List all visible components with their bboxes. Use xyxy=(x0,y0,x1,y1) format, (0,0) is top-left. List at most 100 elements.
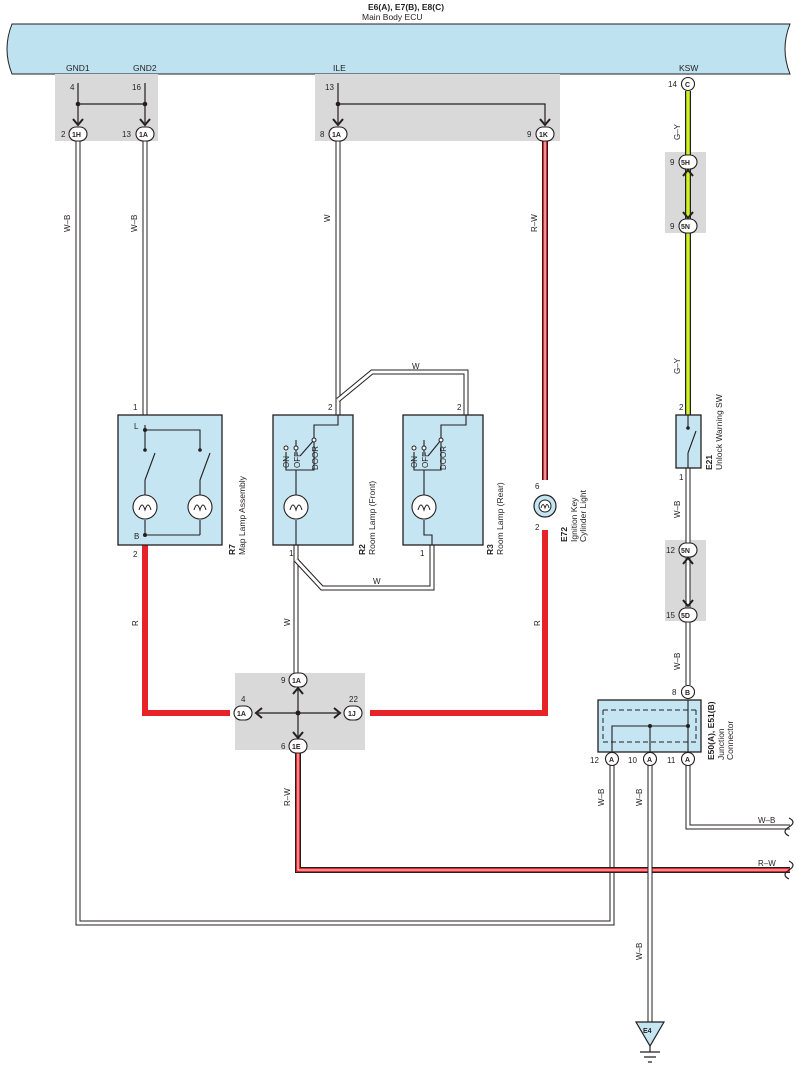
e72-pin-2: 2 xyxy=(535,523,540,532)
wire-label-wb-right: W–B xyxy=(758,816,775,825)
conn-1h: 1H xyxy=(72,132,81,139)
pin-14-ksw: 14 xyxy=(668,80,677,89)
r2-sw-on: ON xyxy=(282,456,291,468)
conn-1e: 1E xyxy=(292,744,301,751)
r7-pin-l: L xyxy=(134,422,139,431)
pin-9-1k: 9 xyxy=(527,130,532,139)
wire-w-r2-bottom xyxy=(293,545,435,676)
pin-6-1e: 6 xyxy=(281,742,286,751)
wire-label-gy-1: G–Y xyxy=(673,123,682,140)
e72-name-2: Cylinder Light xyxy=(578,489,588,542)
conn-a-10: A xyxy=(647,757,652,764)
pin-9-5h: 9 xyxy=(670,158,675,167)
e21-code: E21 xyxy=(704,455,714,470)
pin-13-1a: 13 xyxy=(122,130,131,139)
conn-1a-gnd2: 1A xyxy=(139,132,148,139)
conn-1a-center: 1A xyxy=(292,678,301,685)
r7-pin-2: 2 xyxy=(133,550,138,559)
wire-label-wb-12: W–B xyxy=(597,789,606,806)
pin-8-1a: 8 xyxy=(320,130,325,139)
conn-5n-top: 5N xyxy=(681,224,690,231)
conn-1j: 1J xyxy=(348,711,356,718)
r3-code: R3 xyxy=(485,544,495,555)
wire-label-w-bottom: W xyxy=(373,577,381,586)
conn-1a-left: 1A xyxy=(237,711,246,718)
wire-label-wb-5d: W–B xyxy=(673,653,682,670)
r2-code: R2 xyxy=(357,544,367,555)
wire-r-r7 xyxy=(142,545,230,716)
terminal-gnd2: GND2 xyxy=(133,63,157,73)
ecu-body xyxy=(6,23,791,75)
terminal-ksw: KSW xyxy=(679,63,698,73)
e21-pin-2: 2 xyxy=(679,403,684,412)
wire-label-r-e72: R xyxy=(533,620,542,626)
wire-label-w-ile: W xyxy=(323,214,332,222)
component-e21 xyxy=(675,414,702,469)
wire-wb-e50-right xyxy=(685,765,790,830)
wire-label-wb-1: W–B xyxy=(63,215,72,232)
wire-wb-gnd1 xyxy=(75,141,615,926)
r7-name: Map Lamp Assembly xyxy=(237,475,247,555)
pin-9-5n: 9 xyxy=(670,222,675,231)
e72-pin-6: 6 xyxy=(535,482,540,491)
r2-pin-2: 2 xyxy=(328,403,333,412)
wire-label-r-r7: R xyxy=(131,620,140,626)
wire-label-wb-e21: W–B xyxy=(673,501,682,518)
terminal-ile: ILE xyxy=(333,63,346,73)
r7-code: R7 xyxy=(227,544,237,555)
e50-pin-10: 10 xyxy=(628,756,637,765)
r3-pin-1: 1 xyxy=(420,549,425,558)
e50-name-2: Connector xyxy=(725,721,735,760)
conn-1a-ile: 1A xyxy=(332,132,341,139)
conn-c: C xyxy=(685,82,690,89)
e21-name: Unlock Warning SW xyxy=(714,394,724,470)
wire-label-w-top: W xyxy=(412,362,420,371)
pin-13-ile: 13 xyxy=(325,83,334,92)
junction-block-ile xyxy=(315,74,560,141)
r7-pin-1: 1 xyxy=(133,403,138,412)
ecu-name: Main Body ECU xyxy=(362,12,422,22)
component-r3 xyxy=(402,414,484,546)
r3-pin-2: 2 xyxy=(457,403,462,412)
e72-code: E72 xyxy=(559,527,569,542)
connector-pills xyxy=(68,76,698,767)
r3-sw-on: ON xyxy=(410,456,419,468)
wire-r-e72 xyxy=(370,530,548,716)
terminal-gnd1: GND1 xyxy=(66,63,90,73)
component-e50 xyxy=(597,699,702,753)
conn-5n-bottom: 5N xyxy=(681,548,690,555)
wire-rw-1e xyxy=(295,753,790,873)
pin-2-1h: 2 xyxy=(61,130,66,139)
e50-pin-12: 12 xyxy=(590,756,599,765)
e50-pin-11: 11 xyxy=(667,756,676,765)
wire-end-wb xyxy=(784,817,794,837)
wire-label-wb-ground: W–B xyxy=(635,943,644,960)
conn-5d: 5D xyxy=(681,613,690,620)
wire-w-r2-r3-top xyxy=(336,369,469,415)
pin-16-gnd2: 16 xyxy=(132,83,141,92)
r2-name: Room Lamp (Front) xyxy=(367,481,377,555)
conn-5h: 5H xyxy=(681,160,690,167)
pin-4-gnd1: 4 xyxy=(70,83,75,92)
ecu-code: E6(A), E7(B), E8(C) xyxy=(368,2,444,12)
pin-4-1a-left: 4 xyxy=(241,695,246,704)
wire-label-gy-2: G–Y xyxy=(673,357,682,374)
wire-label-w-r2: W xyxy=(283,618,292,626)
wire-label-rw-e72: R–W xyxy=(530,214,539,232)
pin-9-1a-center: 9 xyxy=(281,676,286,685)
e50-code: E50(A), E51(B) xyxy=(706,701,716,760)
component-r2 xyxy=(272,414,354,546)
r3-name: Room Lamp (Rear) xyxy=(495,482,505,555)
wire-label-rw-right: R–W xyxy=(758,859,776,868)
conn-1k: 1K xyxy=(539,132,548,139)
r3-sw-door: DOOR xyxy=(439,446,448,470)
pin-22-1j: 22 xyxy=(349,695,358,704)
e50-pin-8: 8 xyxy=(672,688,677,697)
conn-a-11: A xyxy=(685,757,690,764)
r2-sw-off: OFF xyxy=(293,452,302,468)
r2-sw-door: DOOR xyxy=(311,446,320,470)
pin-12-5n: 12 xyxy=(666,546,675,555)
e72-name-1: Ignition Key xyxy=(569,497,579,542)
conn-a-12: A xyxy=(609,757,614,764)
